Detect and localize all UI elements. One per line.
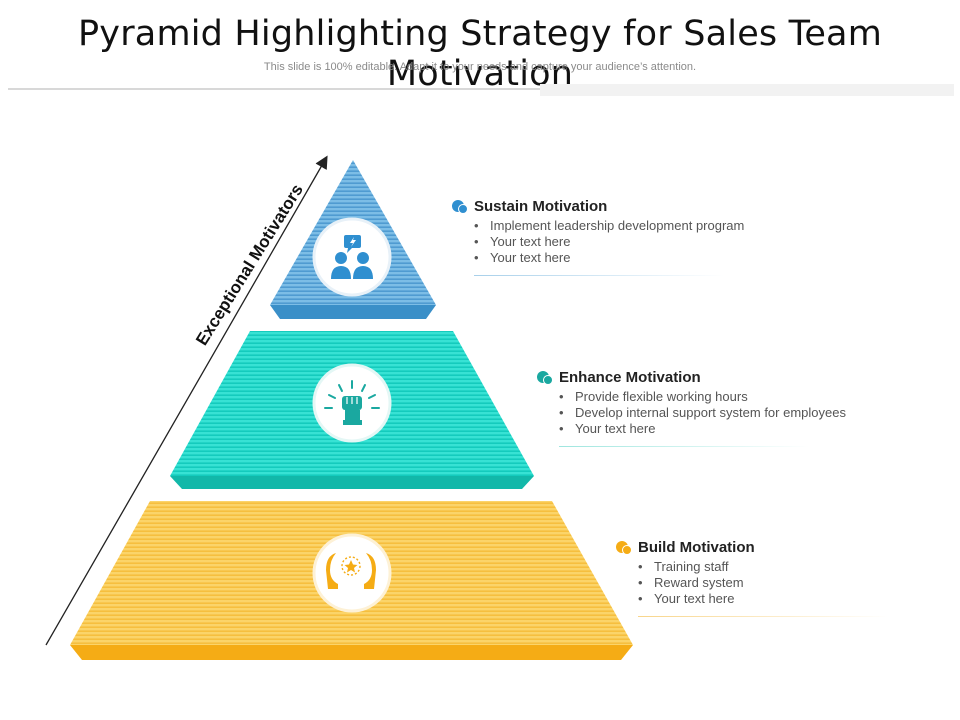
- bullet-item: Develop internal support system for empl…: [559, 405, 846, 421]
- bubble-icon: [452, 199, 468, 214]
- bubble-icon: [616, 540, 632, 555]
- bullet-item: Your text here: [474, 234, 744, 250]
- bullet-list: Training staff Reward system Your text h…: [638, 559, 888, 607]
- bullet-item: Your text here: [638, 591, 888, 607]
- page-subtitle: This slide is 100% editable. Adapt it to…: [263, 61, 697, 73]
- info-title: Build Motivation: [638, 539, 755, 556]
- bullet-item: Provide flexible working hours: [559, 389, 846, 405]
- info-title: Enhance Motivation: [559, 369, 701, 386]
- bubble-icon: [537, 370, 553, 385]
- info-underline: [474, 275, 724, 276]
- info-block-enhance: Enhance Motivation Provide flexible work…: [537, 369, 846, 447]
- team-chat-icon: [312, 217, 392, 297]
- info-underline: [559, 446, 809, 447]
- bullet-item: Implement leadership development program: [474, 218, 744, 234]
- bullet-list: Provide flexible working hours Develop i…: [559, 389, 846, 437]
- bullet-list: Implement leadership development program…: [474, 218, 744, 266]
- bullet-item: Your text here: [474, 250, 744, 266]
- bullet-item: Reward system: [638, 575, 888, 591]
- info-block-build: Build Motivation Training staff Reward s…: [616, 539, 888, 617]
- info-block-sustain: Sustain Motivation Implement leadership …: [452, 198, 744, 276]
- info-title: Sustain Motivation: [474, 198, 608, 215]
- bullet-item: Training staff: [638, 559, 888, 575]
- bullet-item: Your text here: [559, 421, 846, 437]
- hands-star-icon: [312, 533, 392, 613]
- axis-arrow: [45, 155, 328, 646]
- page-title: Pyramid Highlighting Strategy for Sales …: [77, 14, 882, 94]
- raised-fist-icon: [312, 363, 392, 443]
- header-band: [540, 84, 954, 96]
- header-divider: [8, 88, 548, 90]
- info-underline: [638, 616, 888, 617]
